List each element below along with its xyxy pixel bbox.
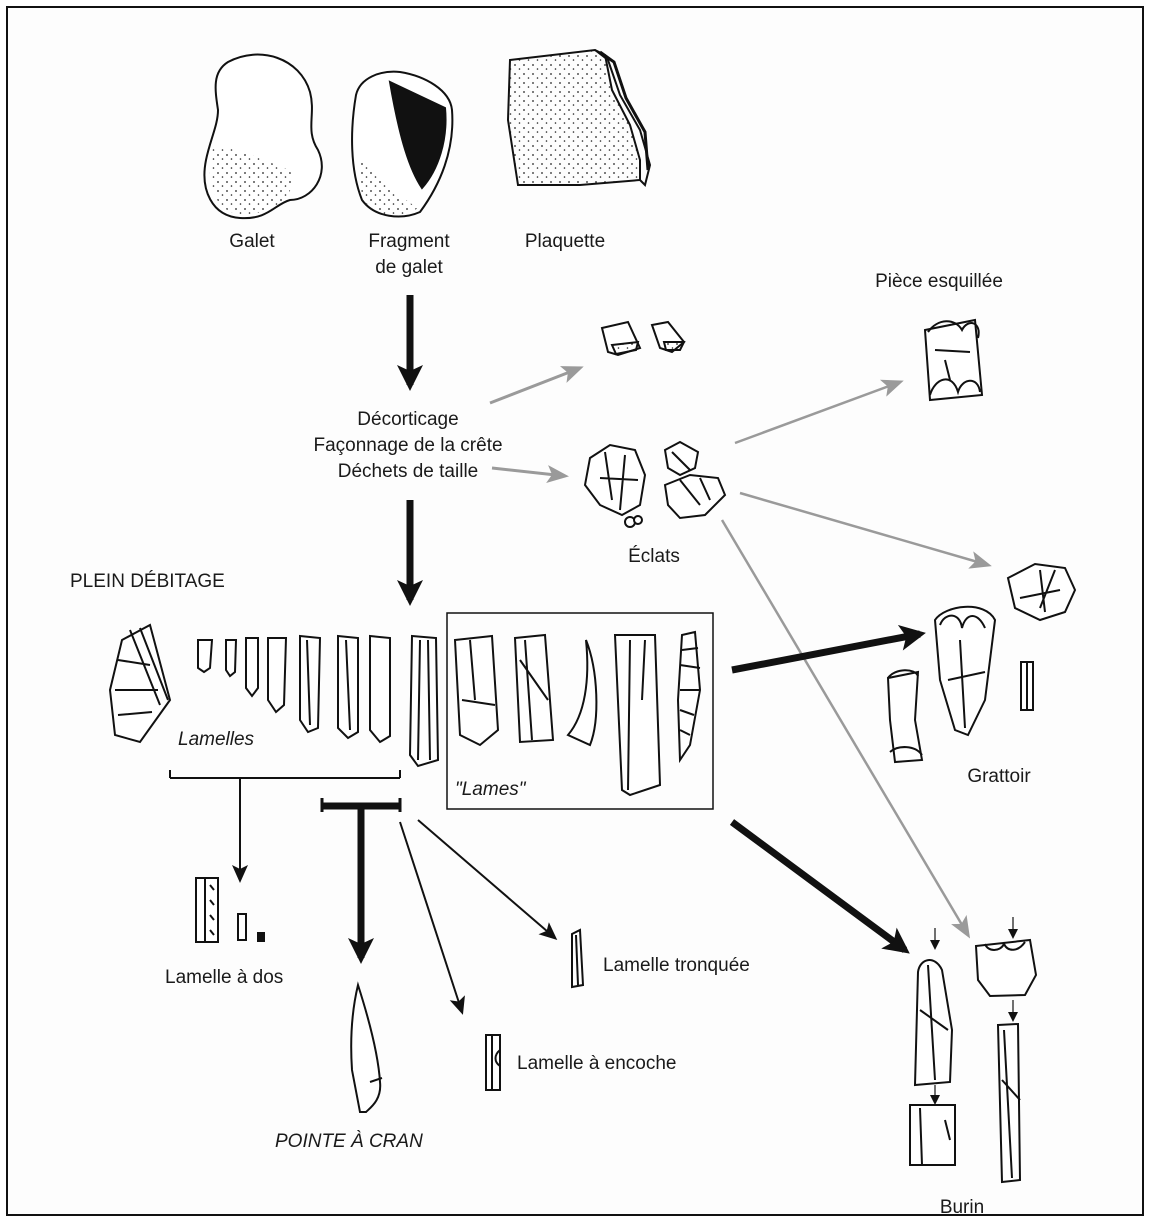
pointe-a-cran-drawing (351, 985, 382, 1112)
lamelle-a-dos-drawings (196, 878, 264, 942)
arrow-to-piece-esquillee (735, 382, 900, 443)
arrow-eclats-to-grattoir (740, 493, 988, 565)
galet-drawing (204, 55, 321, 219)
arrow-eclats-to-burin (722, 520, 968, 935)
grattoir-drawings (888, 564, 1075, 762)
arrow-lames-to-burin (732, 822, 905, 950)
piece-esquillee-drawing (925, 320, 982, 400)
label-lamelle-a-encoche: Lamelle à encoche (517, 1052, 677, 1076)
label-plein-debitage: PLEIN DÉBITAGE (70, 570, 225, 594)
label-lames: "Lames" (455, 778, 526, 802)
fragment-de-galet-drawing (352, 72, 452, 217)
arrow-to-lamelle-tronquee (418, 820, 555, 938)
core-drawing (110, 625, 170, 742)
label-lamelle-tronquee: Lamelle tronquée (603, 954, 750, 978)
arrow-to-small-flakes (490, 368, 580, 403)
label-grattoir: Grattoir (967, 765, 1030, 789)
burin-drawings (910, 917, 1036, 1182)
lamelle-tronquee-drawing (572, 930, 583, 987)
lames-drawings (455, 632, 700, 795)
label-dechets: Déchets de taille (338, 460, 478, 484)
label-plaquette: Plaquette (525, 230, 605, 254)
eclats-drawing (585, 442, 725, 527)
label-fragment-line2: de galet (375, 256, 443, 280)
label-faconnage: Façonnage de la crête (313, 434, 502, 458)
label-lamelle-a-dos: Lamelle à dos (165, 966, 283, 990)
small-flakes-drawing (602, 322, 684, 355)
label-lamelles: Lamelles (178, 728, 254, 752)
label-decorticage: Décorticage (357, 408, 458, 432)
arrow-to-eclats (492, 468, 565, 476)
plaquette-drawing (508, 50, 650, 185)
label-piece-esquillee: Pièce esquillée (875, 270, 1003, 294)
arrow-lames-to-grattoir (732, 634, 920, 670)
label-pointe-a-cran: POINTE À CRAN (275, 1130, 423, 1154)
label-galet: Galet (229, 230, 274, 254)
lamelle-a-encoche-drawing (486, 1035, 500, 1090)
label-fragment-line1: Fragment (368, 230, 449, 254)
label-burin: Burin (940, 1196, 984, 1220)
label-eclats: Éclats (628, 545, 680, 569)
